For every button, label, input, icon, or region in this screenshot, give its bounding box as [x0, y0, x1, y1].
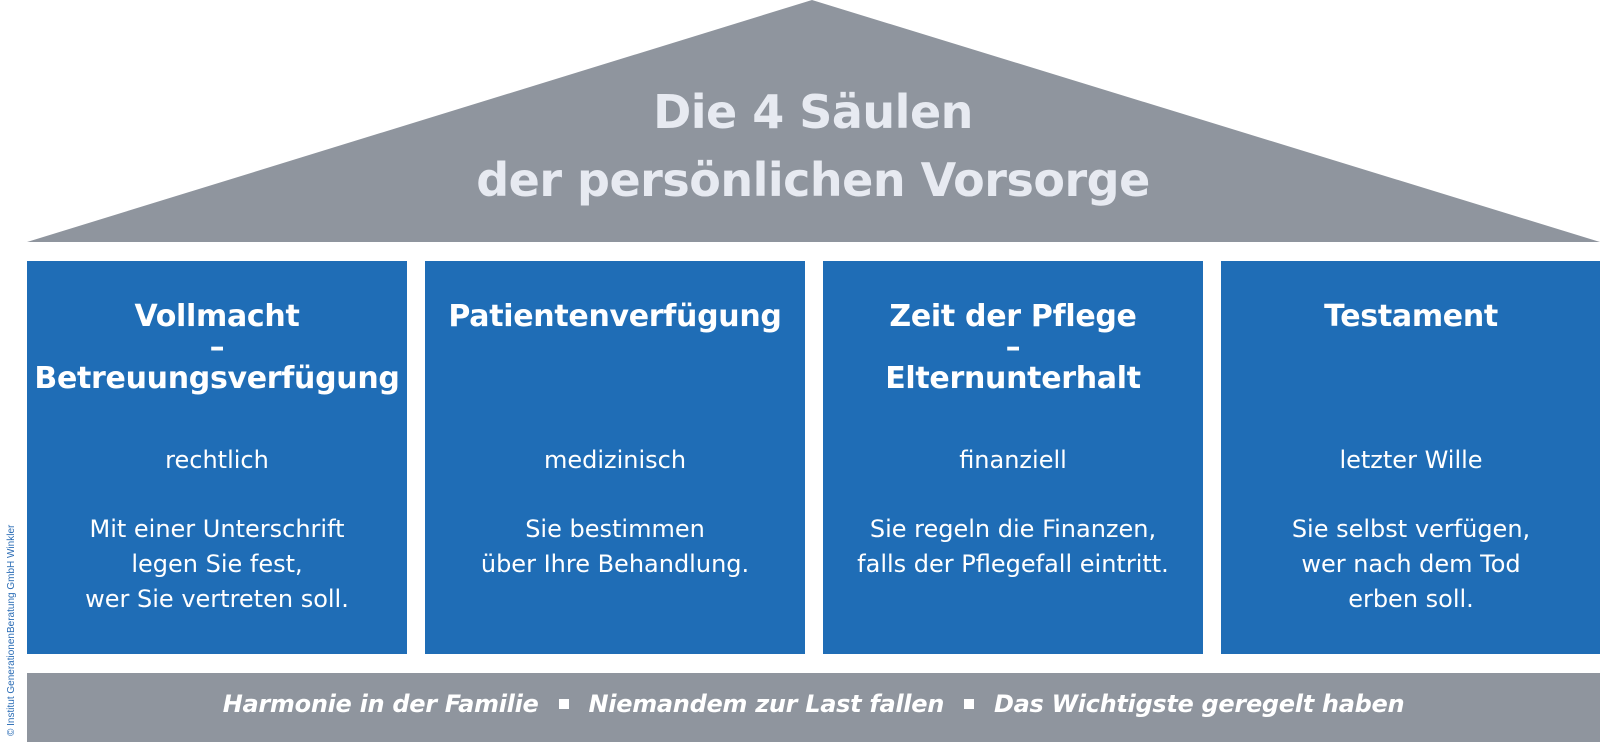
pillar-description-line: Sie selbst verfügen, — [1291, 515, 1531, 543]
foundation-item: Harmonie in der Familie — [222, 690, 539, 718]
pillar-description-line: wer nach dem Tod — [1301, 550, 1521, 578]
pillar-title-dash: – — [209, 330, 225, 365]
roof-title-line-1: Die 4 Säulen — [653, 85, 973, 139]
pillar-description: Sie bestimmen über Ihre Behandlung. — [425, 512, 805, 617]
pillar-zeit-der-pflege: Zeit der Pflege – Elternunterhalt finanz… — [823, 261, 1203, 654]
pillar-description-line: legen Sie fest, — [131, 550, 303, 578]
foundation-text: Harmonie in der Familie Niemandem zur Las… — [27, 689, 1600, 719]
pillar-vollmacht: Vollmacht – Betreuungsverfügung rechtlic… — [27, 261, 407, 654]
foundation-item: Das Wichtigste geregelt haben — [994, 690, 1405, 718]
pillar-title-line — [1221, 363, 1600, 394]
pillar-category: medizinisch — [543, 446, 687, 474]
pillar-patientenverfuegung: Patientenverfügung medizinisch Sie besti… — [425, 261, 805, 654]
pillar-title: Vollmacht – Betreuungsverfügung — [27, 301, 407, 394]
pillar-description: Sie selbst verfügen, wer nach dem Tod er… — [1221, 512, 1600, 617]
pillar-title-dash: – — [1005, 330, 1021, 365]
pillar-title-line — [1221, 332, 1600, 363]
pillar-title-line — [425, 332, 805, 363]
house-roof: Die 4 Säulen der persönlichen Vorsorge — [0, 0, 1600, 245]
pillar-description: Sie regeln die Finanzen, falls der Pfleg… — [823, 512, 1203, 617]
pillar-title-line — [425, 363, 805, 394]
pillar-title: Zeit der Pflege – Elternunterhalt — [823, 301, 1203, 394]
roof-triangle — [27, 0, 1600, 242]
pillar-testament: Testament letzter Wille Sie selbst verfü… — [1221, 261, 1600, 654]
pillar-title-line: Zeit der Pflege — [889, 299, 1137, 334]
pillar-description-line: falls der Pflegefall eintritt. — [857, 550, 1169, 578]
house-foundation: Harmonie in der Familie Niemandem zur Las… — [27, 673, 1600, 742]
pillar-title-line: Elternunterhalt — [885, 361, 1141, 396]
pillar-title-line: Testament — [1324, 299, 1498, 334]
square-bullet-icon — [558, 699, 569, 709]
pillar-description-line: wer Sie vertreten soll. — [85, 585, 349, 613]
roof-title: Die 4 Säulen der persönlichen Vorsorge — [400, 78, 1226, 214]
pillar-description-line: Mit einer Unterschrift — [89, 515, 345, 543]
pillar-title: Testament — [1221, 301, 1600, 394]
pillar-category: letzter Wille — [1339, 446, 1483, 474]
pillar-description-line — [823, 582, 1203, 617]
pillar-title-line: Vollmacht — [134, 299, 300, 334]
pillar-description-line: erben soll. — [1348, 585, 1474, 613]
pillar-description-line: Sie bestimmen — [525, 515, 705, 543]
pillar-title-line: Patientenverfügung — [448, 299, 782, 334]
pillar-title: Patientenverfügung — [425, 301, 805, 394]
square-bullet-icon — [964, 699, 975, 709]
pillar-description-line — [425, 582, 805, 617]
pillar-category: rechtlich — [165, 446, 269, 474]
pillar-category: finanziell — [959, 446, 1067, 474]
pillar-description: Mit einer Unterschrift legen Sie fest, w… — [27, 512, 407, 617]
pillar-description-line: Sie regeln die Finanzen, — [869, 515, 1157, 543]
pillar-title-line: Betreuungsverfügung — [34, 361, 400, 396]
pillar-description-line: über Ihre Behandlung. — [480, 550, 750, 578]
copyright-text: © Institut GenerationenBeratung GmbH Win… — [6, 524, 17, 736]
foundation-item: Niemandem zur Last fallen — [588, 690, 945, 718]
roof-title-line-2: der persönlichen Vorsorge — [476, 153, 1150, 207]
